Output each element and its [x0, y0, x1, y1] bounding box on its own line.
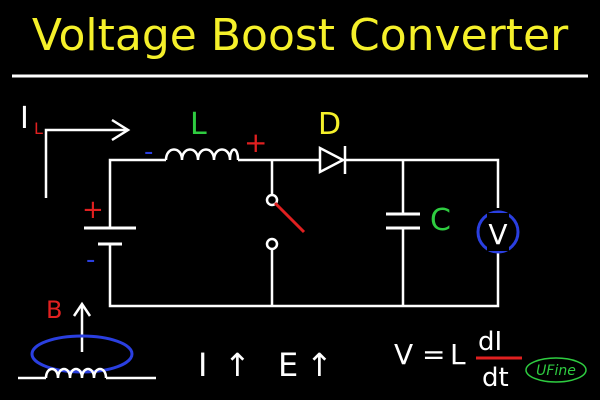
current-direction-arrow — [44, 118, 131, 198]
equation: V = L dI dt — [394, 327, 522, 393]
current-subscript: L — [34, 119, 43, 138]
inductor-coil — [164, 148, 240, 161]
watermark-logo: UFine — [525, 357, 587, 383]
diagram-title: Voltage Boost Converter — [32, 10, 569, 61]
emf-up-label: E — [278, 346, 298, 384]
diode-label: D — [318, 107, 341, 142]
voltmeter-label: V — [488, 218, 507, 251]
battery-minus-sign: - — [86, 245, 95, 275]
equation-factor: L — [450, 338, 466, 371]
current-label: I L — [20, 101, 43, 138]
switch-symbol — [265, 193, 306, 251]
capacitor-symbol — [386, 212, 420, 230]
circuit-wires — [108, 158, 500, 308]
equation-numerator: dI — [478, 327, 502, 357]
current-up-arrow: ↑ — [224, 346, 251, 384]
equation-equals: = — [422, 338, 445, 371]
inductor-minus-sign: - — [144, 137, 153, 167]
capacitor-label: C — [430, 203, 451, 238]
equation-lhs: V — [394, 338, 413, 371]
equation-denominator: dt — [482, 363, 509, 393]
field-arrow — [72, 301, 92, 352]
battery-plus-sign: + — [82, 195, 104, 225]
diode-symbol — [318, 145, 347, 175]
inductor-plus-sign: + — [244, 126, 267, 159]
field-label: B — [46, 296, 62, 324]
emf-up-arrow: ↑ — [306, 346, 333, 384]
watermark-text: UFine — [536, 363, 576, 379]
current-symbol: I — [20, 101, 29, 136]
voltmeter-symbol — [476, 210, 520, 254]
field-coil — [18, 367, 156, 380]
current-up-label: I — [198, 346, 207, 384]
inductor-label: L — [190, 107, 207, 142]
battery-symbol — [84, 226, 136, 246]
